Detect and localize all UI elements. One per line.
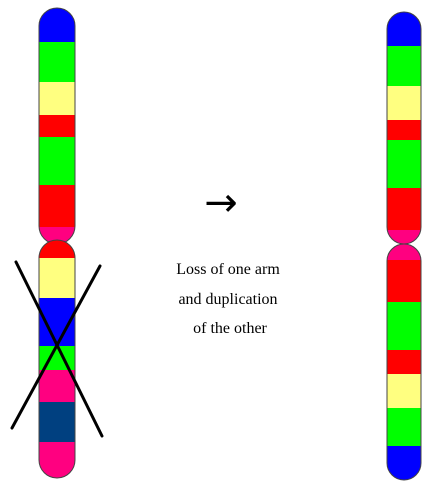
band-red <box>387 188 421 230</box>
band-yellow <box>39 82 75 115</box>
original-chromosome <box>12 8 102 478</box>
band-green <box>387 140 421 188</box>
caption: Loss of one arm and duplication of the o… <box>176 261 284 337</box>
band-pink <box>387 244 421 260</box>
band-red <box>39 115 75 137</box>
band-red <box>387 350 421 374</box>
band-yellow <box>387 86 421 120</box>
band-green <box>387 302 421 350</box>
band-yellow <box>387 374 421 408</box>
band-pink <box>387 230 421 244</box>
caption-line-1: Loss of one arm <box>176 261 280 278</box>
band-green <box>39 42 75 82</box>
result-chromosome <box>387 12 421 480</box>
result-lower-arm <box>387 244 421 480</box>
band-navy <box>39 402 75 442</box>
band-green <box>387 408 421 446</box>
band-red <box>39 185 75 227</box>
band-yellow <box>39 258 75 298</box>
result-upper-arm <box>387 12 421 244</box>
band-red <box>387 120 421 140</box>
band-pink <box>39 370 75 402</box>
band-red <box>387 260 421 302</box>
band-green <box>387 46 421 86</box>
caption-line-3: of the other <box>193 320 267 337</box>
caption-line-2: and duplication <box>178 291 277 308</box>
band-green <box>39 137 75 185</box>
original-lower-arm <box>39 240 75 478</box>
band-red <box>39 240 75 258</box>
original-upper-arm <box>39 8 75 244</box>
transformation-arrow: → <box>204 180 238 226</box>
